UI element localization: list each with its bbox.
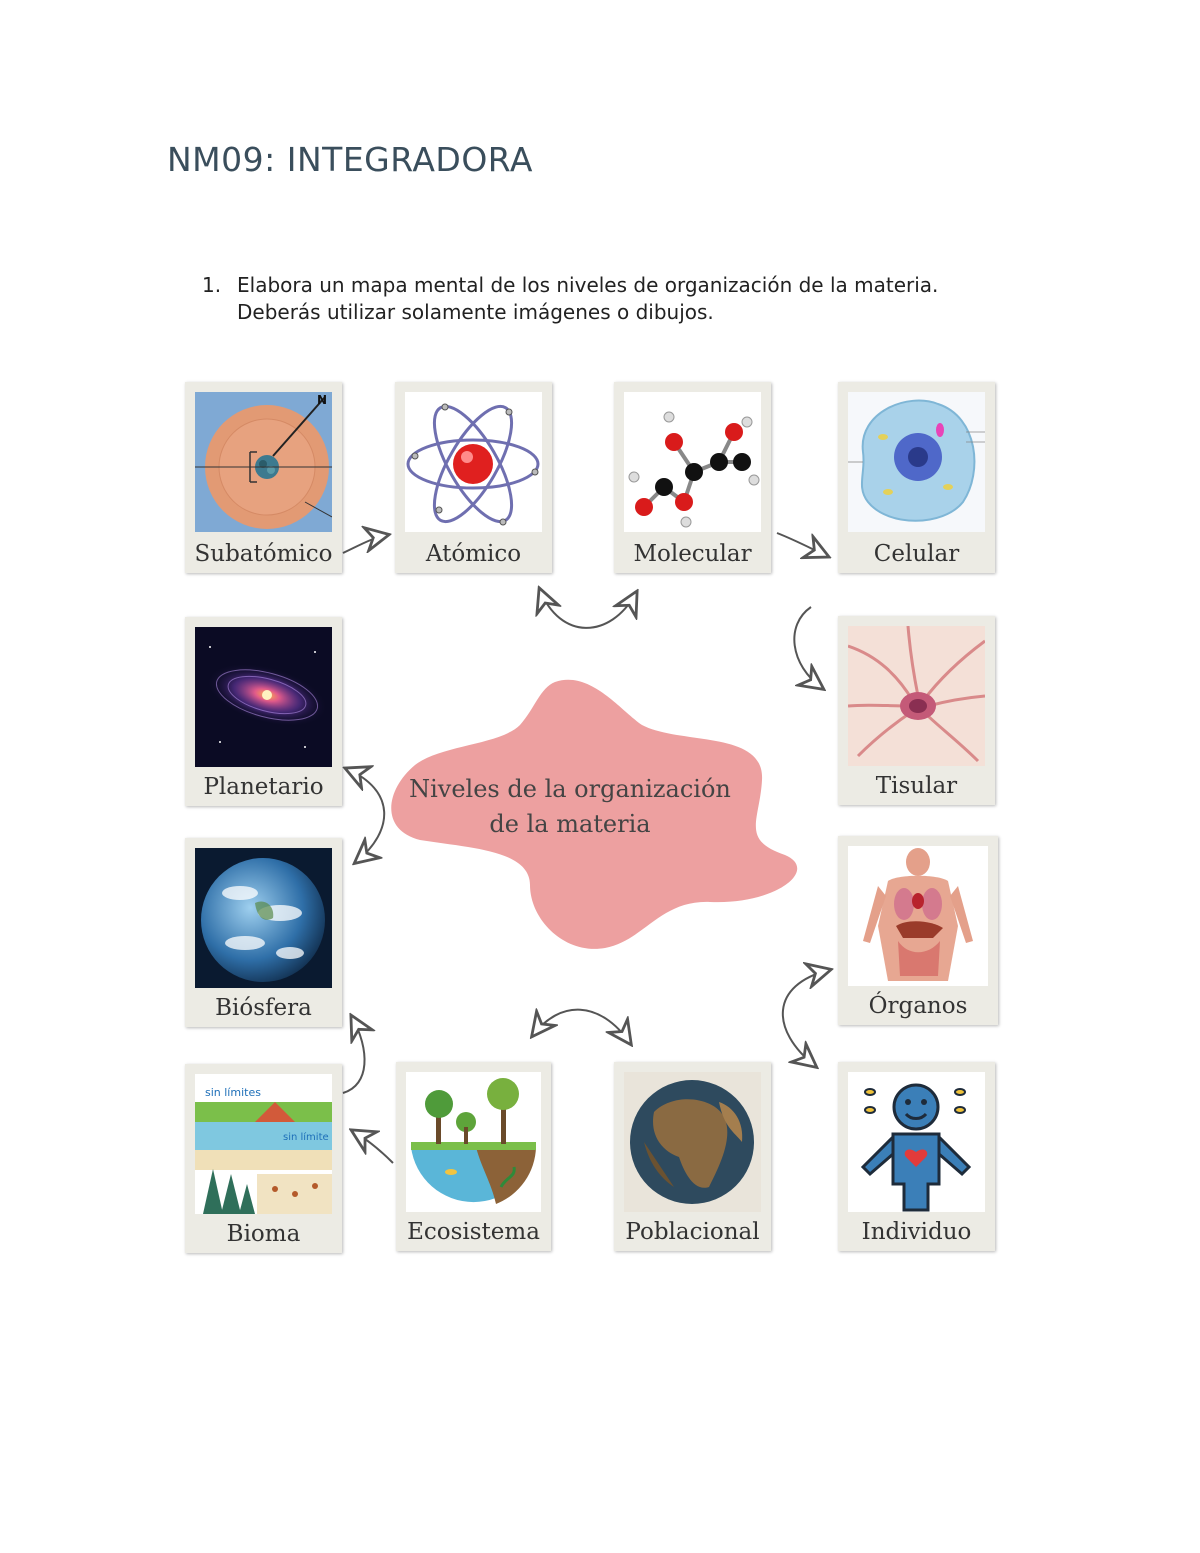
center-title-line-2: de la materia: [489, 810, 651, 838]
biome-text-2: sin límite: [283, 1131, 329, 1143]
arrow-bioma-biosfera: [342, 1017, 365, 1094]
card-biosfera: Biósfera: [185, 838, 342, 1027]
card-label: Planetario: [203, 774, 324, 800]
card-label: Individuo: [861, 1219, 972, 1245]
card-organos: Órganos: [838, 836, 998, 1025]
arrow-celular-tisular: [793, 606, 822, 688]
center-blob: [391, 679, 798, 949]
arrow-subatomico-atomico: [342, 535, 387, 554]
organs-icon: [848, 846, 988, 986]
atom-orbit-icon: [405, 392, 542, 532]
card-subatomico: N Subatómico: [185, 382, 342, 573]
arrow-ecosistema-poblacional: [533, 1010, 630, 1043]
instruction-line-2: Deberás utilizar solamente imágenes o di…: [237, 300, 714, 324]
card-label: Celular: [873, 541, 960, 567]
biome-icon: sin límites sin límite: [195, 1074, 332, 1214]
card-atomico: Atómico: [395, 382, 552, 573]
cell-icon: [848, 392, 985, 532]
card-label: Bioma: [226, 1221, 301, 1247]
individual-icon: [848, 1072, 985, 1212]
card-label: Subatómico: [194, 541, 333, 567]
ecosystem-icon: [406, 1072, 541, 1212]
arrow-planetario-biosfera: [347, 769, 386, 862]
arrow-atomico-molecular: [540, 590, 636, 629]
instruction-line-1: Elabora un mapa mental de los niveles de…: [237, 273, 939, 297]
svg-text:N: N: [317, 393, 327, 407]
card-celular: Celular: [838, 382, 995, 573]
card-label: Tisular: [875, 773, 958, 799]
arrow-organos-individuo: [781, 970, 829, 1066]
card-tisular: Tisular: [838, 616, 995, 805]
card-label: Atómico: [425, 541, 522, 567]
population-globe-icon: [624, 1072, 761, 1212]
card-molecular: Molecular: [614, 382, 771, 573]
subatomic-nucleus-icon: N: [195, 392, 332, 532]
card-label: Órganos: [868, 993, 968, 1019]
tissue-icon: [848, 626, 985, 766]
page-title: NM09: INTEGRADORA: [167, 140, 533, 179]
card-individuo: Individuo: [838, 1062, 995, 1251]
card-bioma: sin límites sin límite Bioma: [185, 1064, 342, 1253]
card-label: Ecosistema: [407, 1219, 540, 1245]
card-planetario: Planetario: [185, 617, 342, 806]
card-label: Poblacional: [625, 1219, 760, 1245]
arrow-molecular-celular: [776, 532, 827, 556]
card-poblacional: Poblacional: [614, 1062, 771, 1251]
card-ecosistema: Ecosistema: [396, 1062, 551, 1251]
arrow-ecosistema-bioma: [353, 1131, 394, 1164]
galaxy-icon: [195, 627, 332, 767]
earth-icon: [195, 848, 332, 988]
center-title: Niveles de la organización de la materia: [385, 772, 755, 842]
card-label: Biósfera: [215, 995, 312, 1021]
molecule-icon: [624, 392, 761, 532]
biome-text-1: sin límites: [205, 1086, 261, 1099]
center-title-line-1: Niveles de la organización: [409, 775, 731, 803]
card-label: Molecular: [633, 541, 752, 567]
instruction-number: 1.: [202, 273, 222, 297]
